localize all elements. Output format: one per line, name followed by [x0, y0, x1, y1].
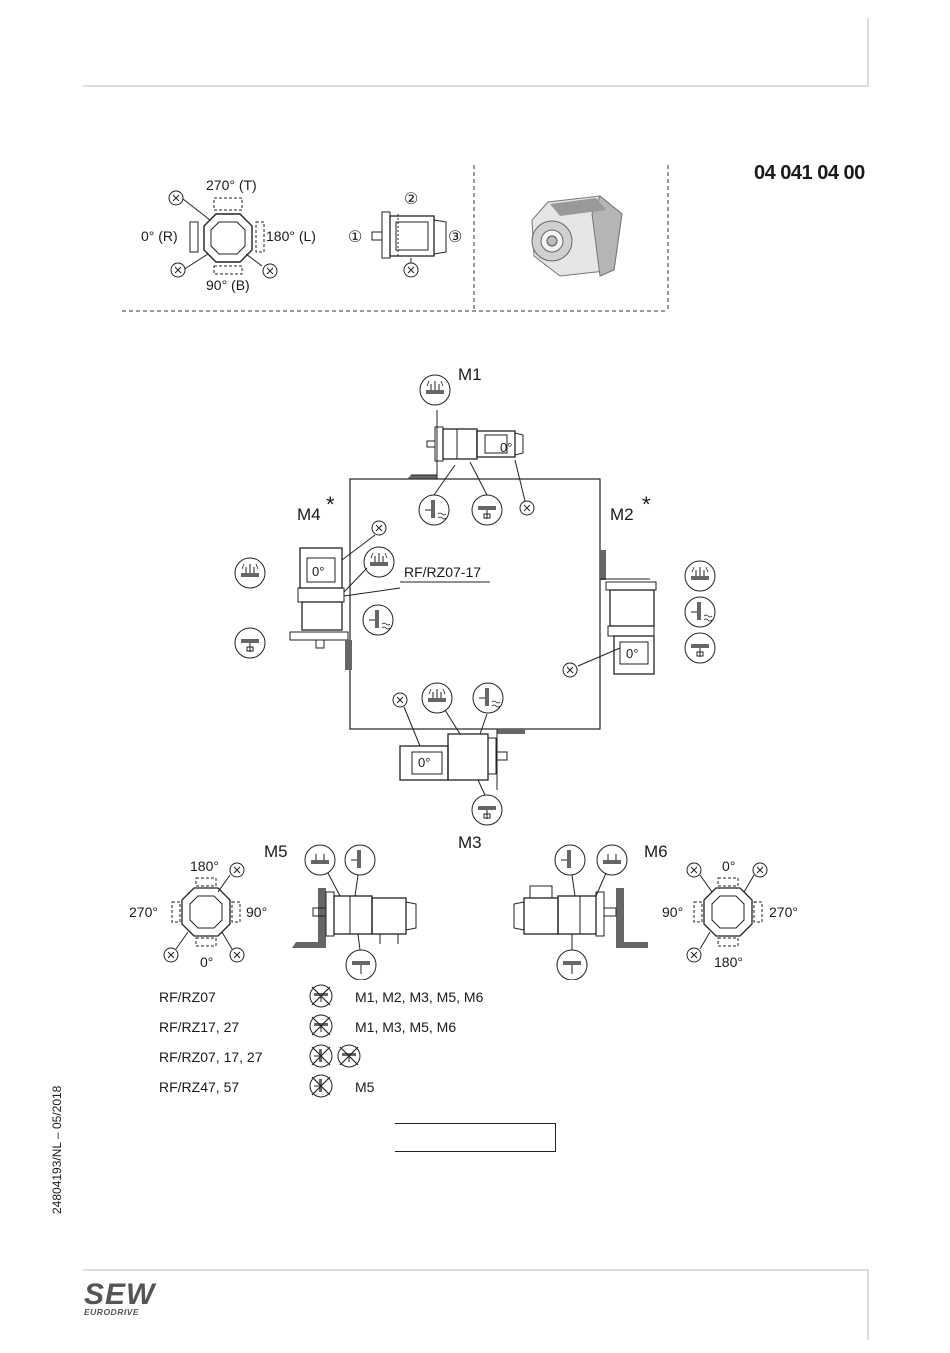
mounting-position-m5 [292, 845, 416, 980]
legend-row-3: RF/RZ07, 17, 27 [159, 1045, 360, 1067]
mounting-position-m2 [563, 550, 715, 677]
m6-label: M6 [644, 842, 668, 861]
side-3-label: ③ [448, 229, 462, 246]
m6-angle-right: 270° [769, 904, 798, 920]
legend-row-4-label: RF/RZ47, 57 [159, 1079, 239, 1095]
frame-size-label: RF/RZ07-17 [404, 564, 481, 580]
m4-zero-label: 0° [312, 564, 324, 579]
logo-main: SEW [84, 1282, 155, 1308]
position-bottom-label: 90° (B) [206, 277, 250, 293]
m5-angle-left: 270° [129, 904, 158, 920]
terminal-box-octagon [169, 191, 277, 278]
footer-document-code: 24804193/NL – 05/2018 [50, 1086, 64, 1214]
legend-row-2: RF/RZ17, 27 M1, M3, M5, M6 [159, 1015, 456, 1037]
legend-row-1: RF/RZ07 M1, M2, M3, M5, M6 [159, 985, 484, 1007]
legend-row-3-label: RF/RZ07, 17, 27 [159, 1049, 263, 1065]
position-left-label: 0° (R) [141, 228, 178, 244]
blank-field-box [395, 1123, 556, 1152]
m6-angle-bottom: 180° [714, 954, 743, 970]
m5-label: M5 [264, 842, 288, 861]
position-right-label: 180° (L) [266, 228, 316, 244]
gearmotor-product-image [532, 196, 622, 276]
legend-row-4-positions: M5 [355, 1079, 375, 1095]
m6-angle-top: 0° [722, 858, 735, 874]
legend-row-4: RF/RZ47, 57 M5 [159, 1075, 375, 1097]
m2-star: * [642, 492, 651, 517]
mounting-position-m6 [514, 845, 648, 980]
mounting-position-m3 [393, 683, 525, 825]
m5-angle-right: 90° [246, 904, 267, 920]
m6-terminal-box-octagon [687, 863, 767, 962]
m4-star: * [326, 492, 335, 517]
legend-row-2-label: RF/RZ17, 27 [159, 1019, 239, 1035]
m2-label: M2 [610, 505, 634, 524]
position-top-label: 270° (T) [206, 177, 257, 193]
m5-terminal-box-octagon [164, 863, 244, 962]
m2-zero-label: 0° [626, 646, 638, 661]
m3-zero-label: 0° [418, 755, 430, 770]
side-1-label: ① [348, 229, 362, 246]
mounting-positions-diagram: M1 0° M4 * 0° RF/RZ07-17 M2 [0, 330, 950, 850]
mounting-position-m4 [235, 521, 400, 670]
legend-row-1-label: RF/RZ07 [159, 989, 216, 1005]
terminal-box-position-panel: 270° (T) 0° (R) 180° (L) 90° (B) ① ② ③ [0, 0, 950, 330]
m1-zero-label: 0° [500, 440, 512, 455]
cable-entry-side-view [372, 212, 446, 277]
legend-row-1-positions: M1, M2, M3, M5, M6 [355, 989, 484, 1005]
mounting-position-m1 [407, 375, 534, 525]
m5-angle-bottom: 0° [200, 954, 213, 970]
m6-angle-left: 90° [662, 904, 683, 920]
m1-label: M1 [458, 365, 482, 384]
legend: RF/RZ07 M1, M2, M3, M5, M6 RF/RZ17, 27 M… [0, 980, 950, 1110]
legend-row-2-positions: M1, M3, M5, M6 [355, 1019, 456, 1035]
sew-eurodrive-logo: SEW EURODRIVE [84, 1282, 155, 1317]
m5-m6-diagram: 180° 270° 90° 0° M5 [0, 840, 950, 980]
m5-angle-top: 180° [190, 858, 219, 874]
side-2-label: ② [404, 191, 418, 208]
m4-label: M4 [297, 505, 321, 524]
